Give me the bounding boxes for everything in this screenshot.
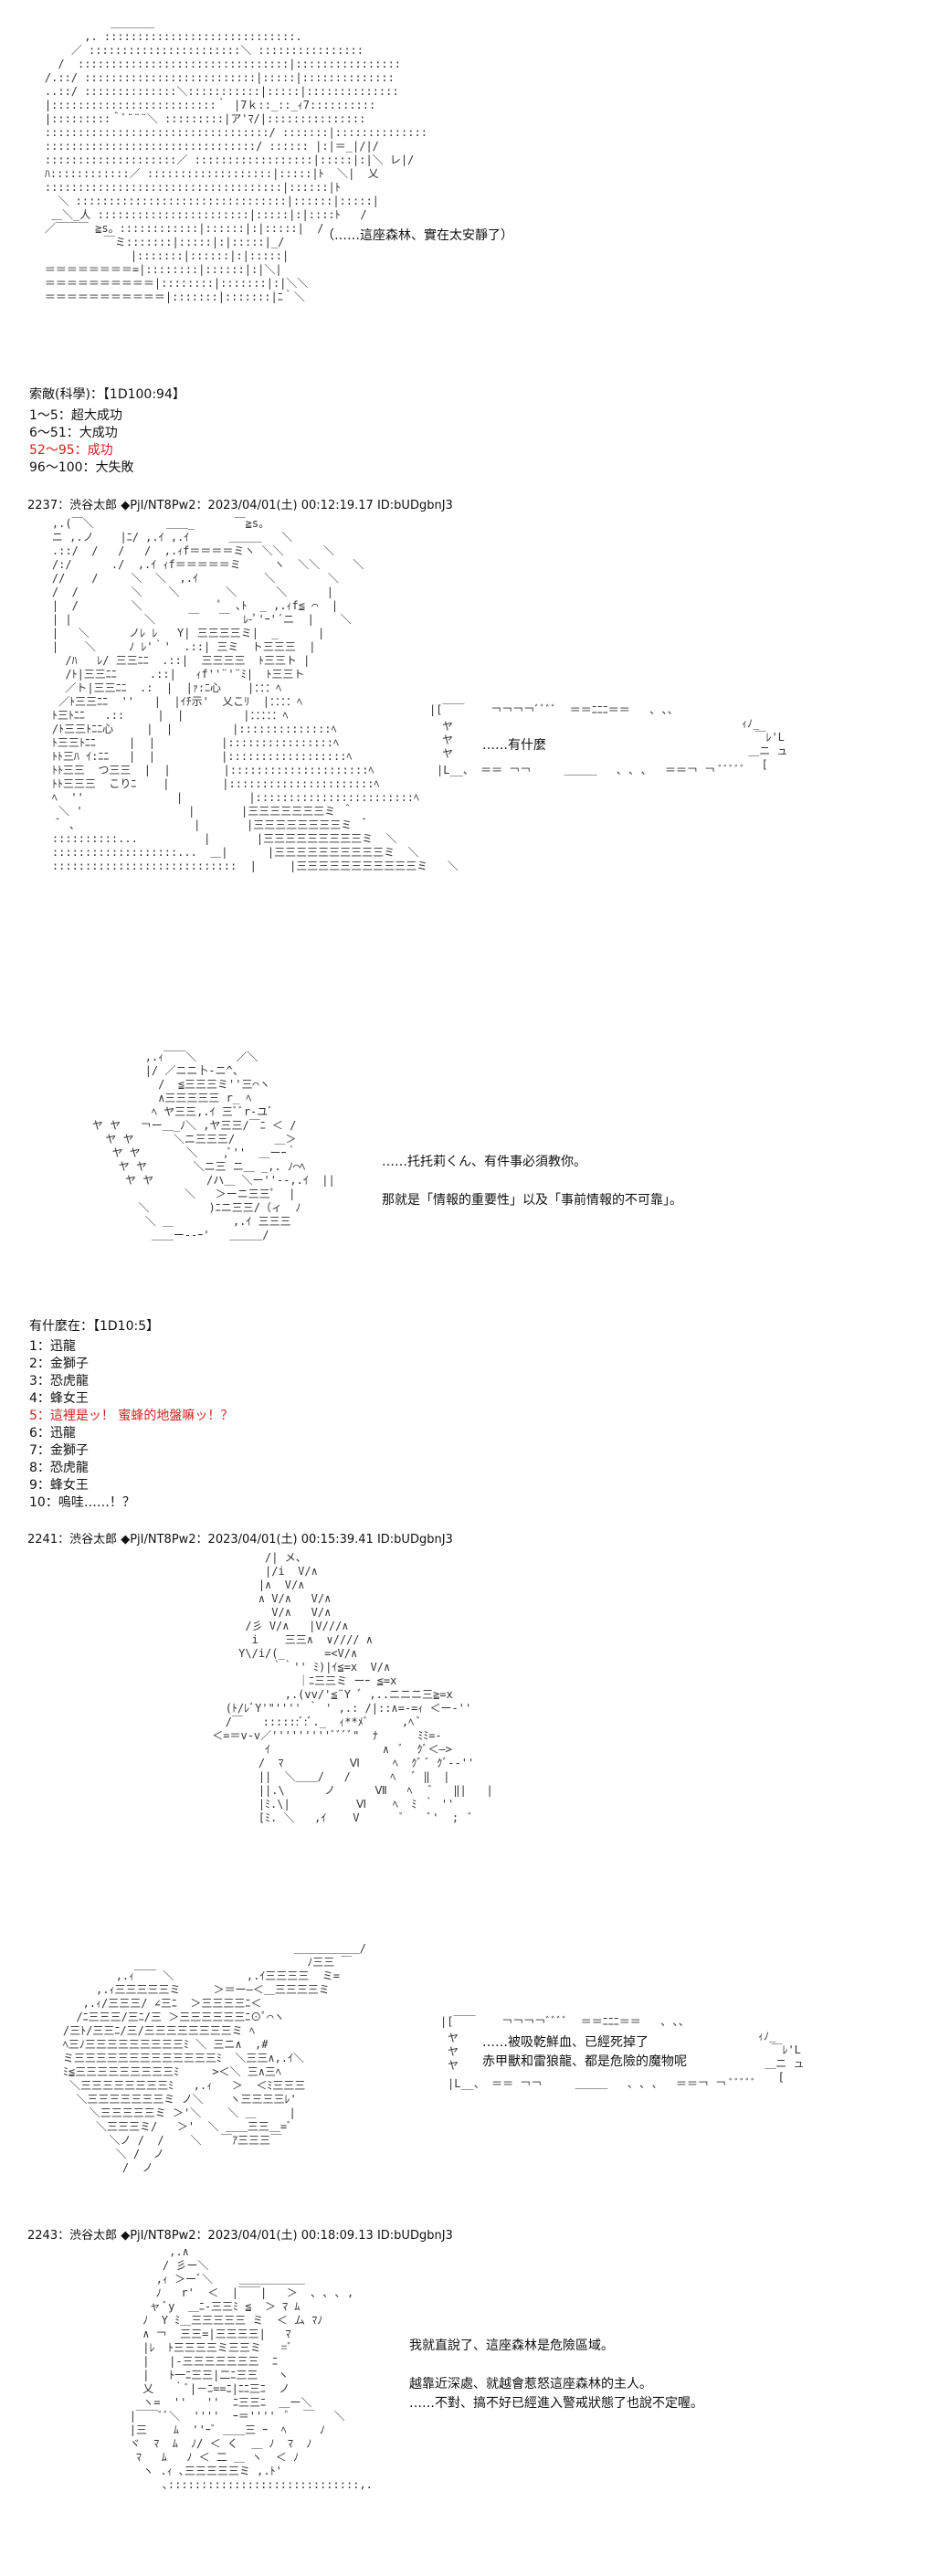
dialogue-lines: ……托托莉くん、有件事必須教你。 那就是「情報的重要性」以及「事前情報的不可靠」… [382, 1155, 682, 1208]
dice-result: 5：這裡是ッ！ 蜜蜂的地盤嘛ッ！？ [29, 1409, 234, 1423]
ascii-art-dead-monster: ＿＿＿＿＿＿/ ﾉ三三 ￣ ,.ｨ￣￣ ＼ ,.ｲ三三三三 ミ= ,.ｨ三三三三… [62, 1942, 366, 2174]
post-header: 2241：渋谷太郎 ◆PjI/NT8Pw2：2023/04/01(土) 00:1… [27, 1533, 453, 1547]
dice-result: 2：金獅子 [29, 1357, 89, 1371]
dice-result: 6：迅龍 [29, 1426, 76, 1441]
ascii-art-small-character: ,.ｨ￣￣＼ ／＼ |/ ／ニニ卜-ニ^、 / ≦三三三ミ''三⌒ヽ ∧三三三三… [91, 1050, 335, 1241]
dice-result: 9：蜂女王 [29, 1478, 89, 1493]
dialogue-lines: ……被吸乾鮮血、已經死掉了 赤甲獸和雷狼龍、都是危險的魔物呢 [482, 2035, 687, 2069]
speech-box-top: |[￣￣ ￢￢￢￢ﾞﾞﾞﾞ ＝＝ﾆﾆﾆ＝＝ ､ ､、 [429, 703, 679, 716]
dice-result: 3：恐虎龍 [29, 1374, 89, 1388]
speech-box-left: ヤ ヤ ヤ [442, 720, 454, 760]
post-header: 2243：渋谷太郎 ◆PjI/NT8Pw2：2023/04/01(土) 00:1… [27, 2229, 453, 2243]
thought-text: （……這座森林、實在太安靜了） [322, 228, 513, 243]
speech-line: ……有什麼 [482, 738, 546, 753]
dice-result-list: 1：迅龍 2：金獅子 3：恐虎龍 4：蜂女王 5：這裡是ッ！ 蜜蜂的地盤嘛ッ！？… [29, 1338, 233, 1512]
speech-box-right: ｨﾉ_ ￣ﾚ'L ＿ニ ュ [ [758, 2030, 805, 2084]
dice-result: 7：金獅子 [29, 1443, 89, 1458]
post-header: 2237：渋谷太郎 ◆PjI/NT8Pw2：2023/04/01(土) 00:1… [27, 499, 453, 512]
dice-result: 8：恐虎龍 [29, 1461, 89, 1475]
speech-box-right: ｨﾉ_ ￣ﾚ'L ＿ニ ュ [ [742, 717, 788, 771]
ascii-art-hooded-figure: ＿＿＿＿ ,. :::::::::::::::::::::::::::::. ／… [44, 16, 427, 303]
dice-result: 1：迅龍 [29, 1339, 76, 1354]
dice-title: 有什麼在：【1D10:5】 [29, 1319, 160, 1334]
dice-result: 4：蜂女王 [29, 1391, 89, 1406]
dice-title: 索敵(科學)：【1D100:94】 [29, 387, 185, 402]
speech-box-top: |[￣￣ ￢￢￢￢ﾞﾞﾞﾞ ＝＝ﾆﾆﾆ＝＝ ､ ､、 [440, 2015, 690, 2028]
speech-box-bottom: |L__、 ＝＝ ￢￢ ＿＿＿ ､ ､ 、 ＝＝￢ ￢ ﾞﾞﾞﾞﾞ [448, 2077, 756, 2090]
ascii-art-queen-bee: /| メ、 |/i V/∧ |∧ V/∧ ∧ V/∧ V/∧ V/∧ V/∧ /… [212, 1551, 493, 1824]
dice-result: 6～51：大成功 [29, 426, 118, 440]
dialogue-lines: 我就直說了、這座森林是危險區域。 越靠近深處、就越會惹怒這座森林的主人。 ……不… [409, 2338, 703, 2411]
dice-result: 96～100：大失敗 [29, 460, 134, 475]
dice-result: 1～5：超大成功 [29, 408, 122, 423]
ascii-art-hooded-figure-closeup: ,.(￣＼ ＿＿_ ￣≧s。 ニ ,.ノ |ﾆ/ ,.ｲ ,.ｲ ＿＿＿ ＼ .… [51, 517, 459, 872]
dice-result: 52～95：成功 [29, 443, 113, 458]
speech-box-bottom: |L__、 ＝＝ ￢￢ ＿＿＿ ､ ､ 、 ＝＝￢ ￢ ﾞﾞﾞﾞﾞ [437, 764, 745, 776]
ascii-art-robed-character: ,.∧ / 彡ー＼ ,ｨ ＞ーﾞ＼ ＿＿＿＿＿＿ ﾉ r' ＜ |￣￣| ＞ ､… [129, 2245, 373, 2491]
dice-result: 10：嗚哇……！？ [29, 1495, 135, 1510]
dice-result-list: 1～5：超大成功 6～51：大成功 52～95：成功 96～100：大失敗 [29, 407, 134, 477]
speech-box-left: ヤ ヤ ヤ [448, 2032, 459, 2072]
